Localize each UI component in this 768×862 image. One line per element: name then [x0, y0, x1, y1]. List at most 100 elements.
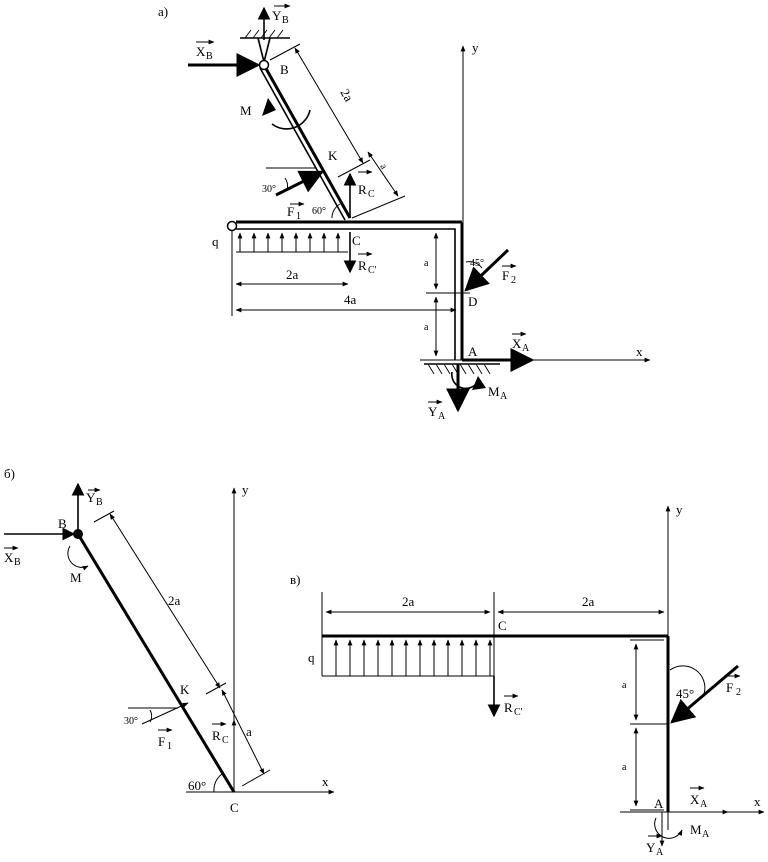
c-y-axis-label: y — [676, 502, 683, 517]
b-dim-a-label: a — [246, 724, 252, 739]
xb-sub: B — [206, 51, 213, 62]
b-rc-label: R — [212, 728, 221, 743]
b-f1-sub: 1 — [167, 741, 172, 752]
b-point-k-label: K — [180, 682, 190, 697]
moment-ma-arrowhead — [472, 376, 486, 390]
dim-2a-beam — [294, 47, 364, 164]
c-x-axis-label: x — [754, 794, 761, 809]
dim-a-beam — [367, 151, 399, 197]
dim-a-vert2-label: a — [424, 322, 429, 333]
free-end-left — [226, 220, 238, 232]
b-f1-label: F — [158, 734, 165, 749]
b-yb-label: Y — [86, 490, 96, 505]
dim-4a-label: 4a — [344, 292, 357, 307]
b-x-axis-label: x — [322, 774, 329, 789]
panel-c-label: в) — [290, 572, 300, 587]
xa-sub: A — [522, 343, 530, 354]
q-label: q — [212, 234, 219, 249]
xa-label: X — [512, 336, 522, 351]
distributed-load-q — [236, 232, 348, 253]
f1-sub: 1 — [296, 211, 301, 222]
point-b-label: B — [280, 62, 289, 77]
x-axis-label: x — [636, 344, 643, 359]
xb-label: X — [196, 44, 206, 59]
angle-60-label: 60° — [312, 206, 326, 217]
c-moment-ma-arc — [654, 817, 683, 839]
c-ya-sub: A — [656, 847, 664, 857]
dim-2a-label: 2a — [337, 86, 356, 104]
rc-sub: C — [368, 189, 375, 200]
c-ma-sub: A — [702, 829, 710, 840]
c-q-label: q — [308, 650, 315, 665]
c-rc-label: R — [504, 700, 513, 715]
b-hinge-b — [73, 529, 83, 539]
rc-prime-sub: C' — [368, 265, 377, 276]
b-moment-label: M — [70, 570, 82, 585]
c-angle-45-label: 45° — [676, 686, 694, 701]
c-ya-label: Y — [646, 840, 656, 855]
b-dim-2a-label: 2a — [168, 593, 181, 608]
fixed-support-a — [424, 363, 500, 375]
b-xb-label: X — [4, 550, 14, 565]
c-f2-force-arrow — [670, 664, 739, 724]
panel-b-label: б) — [4, 466, 15, 481]
b-rc-sub: C — [222, 735, 229, 746]
moment-m-arrowhead — [262, 98, 276, 116]
point-c-label: C — [352, 233, 361, 248]
b-dim-ext-top — [93, 510, 115, 523]
panel-c: в) 2a 2a C q — [290, 502, 765, 858]
b-dim-ext-c — [241, 769, 271, 787]
b-angle-30-arc — [149, 709, 153, 723]
moment-ma-arc — [451, 371, 477, 390]
support-b-hatch — [240, 29, 290, 63]
c-point-a-label: A — [654, 796, 664, 811]
c-xa-label: X — [690, 792, 700, 807]
dim-2a-h-label: 2a — [286, 267, 299, 282]
c-angle-45-arc — [669, 665, 706, 695]
ma-sub: A — [500, 391, 508, 402]
y-axis-label: y — [472, 40, 479, 55]
point-d-label: D — [468, 294, 477, 309]
dim-2a-ext-mid — [337, 159, 371, 178]
hinge-b — [258, 59, 270, 71]
moment-m-label: M — [240, 103, 252, 118]
b-f1-force-arrow — [141, 702, 189, 725]
b-angle-60-arc — [213, 773, 223, 793]
b-beam-bc — [76, 533, 236, 793]
ma-label: M — [488, 384, 500, 399]
c-f2-sub: 2 — [736, 687, 741, 698]
b-yb-sub: B — [96, 497, 103, 508]
rc-prime-label: R — [358, 258, 367, 273]
b-dim-2a — [109, 513, 221, 689]
angle-30-label: 30° — [262, 184, 276, 195]
f2-sub: 2 — [511, 275, 516, 286]
ya-sub: A — [438, 411, 446, 422]
c-distributed-load-q — [321, 639, 494, 677]
angle-45-arc — [465, 261, 483, 269]
b-angle-60-label: 60° — [188, 778, 206, 793]
panel-a: а) Y B X B B M — [158, 3, 651, 422]
b-point-b-label: B — [58, 516, 67, 531]
b-xb-sub: B — [14, 557, 21, 568]
beam-bc-inner — [259, 67, 346, 221]
f1-label: F — [287, 204, 294, 219]
b-moment-arc — [67, 545, 89, 571]
c-dim-a-2-label: a — [622, 762, 627, 773]
c-ma-label: M — [690, 822, 702, 837]
panel-b: б) Y B X B B M 2a K a 30° F — [4, 466, 335, 815]
b-angle-30-label: 30° — [124, 716, 138, 727]
yb-sub: B — [282, 15, 289, 26]
f1-force-arrow — [275, 170, 325, 197]
f2-label: F — [502, 268, 509, 283]
dim-a-vert1-label: a — [424, 258, 429, 269]
point-a-label: A — [468, 344, 478, 359]
ya-label: Y — [428, 404, 438, 419]
c-rc-sub: C' — [514, 707, 523, 718]
panel-a-label: а) — [158, 4, 168, 19]
point-k-label: K — [328, 148, 338, 163]
dim-2a-ext-top — [269, 43, 301, 61]
b-y-axis-label: y — [242, 482, 249, 497]
dim-a-ext — [351, 195, 406, 219]
angle-45-label: 45° — [470, 258, 484, 269]
